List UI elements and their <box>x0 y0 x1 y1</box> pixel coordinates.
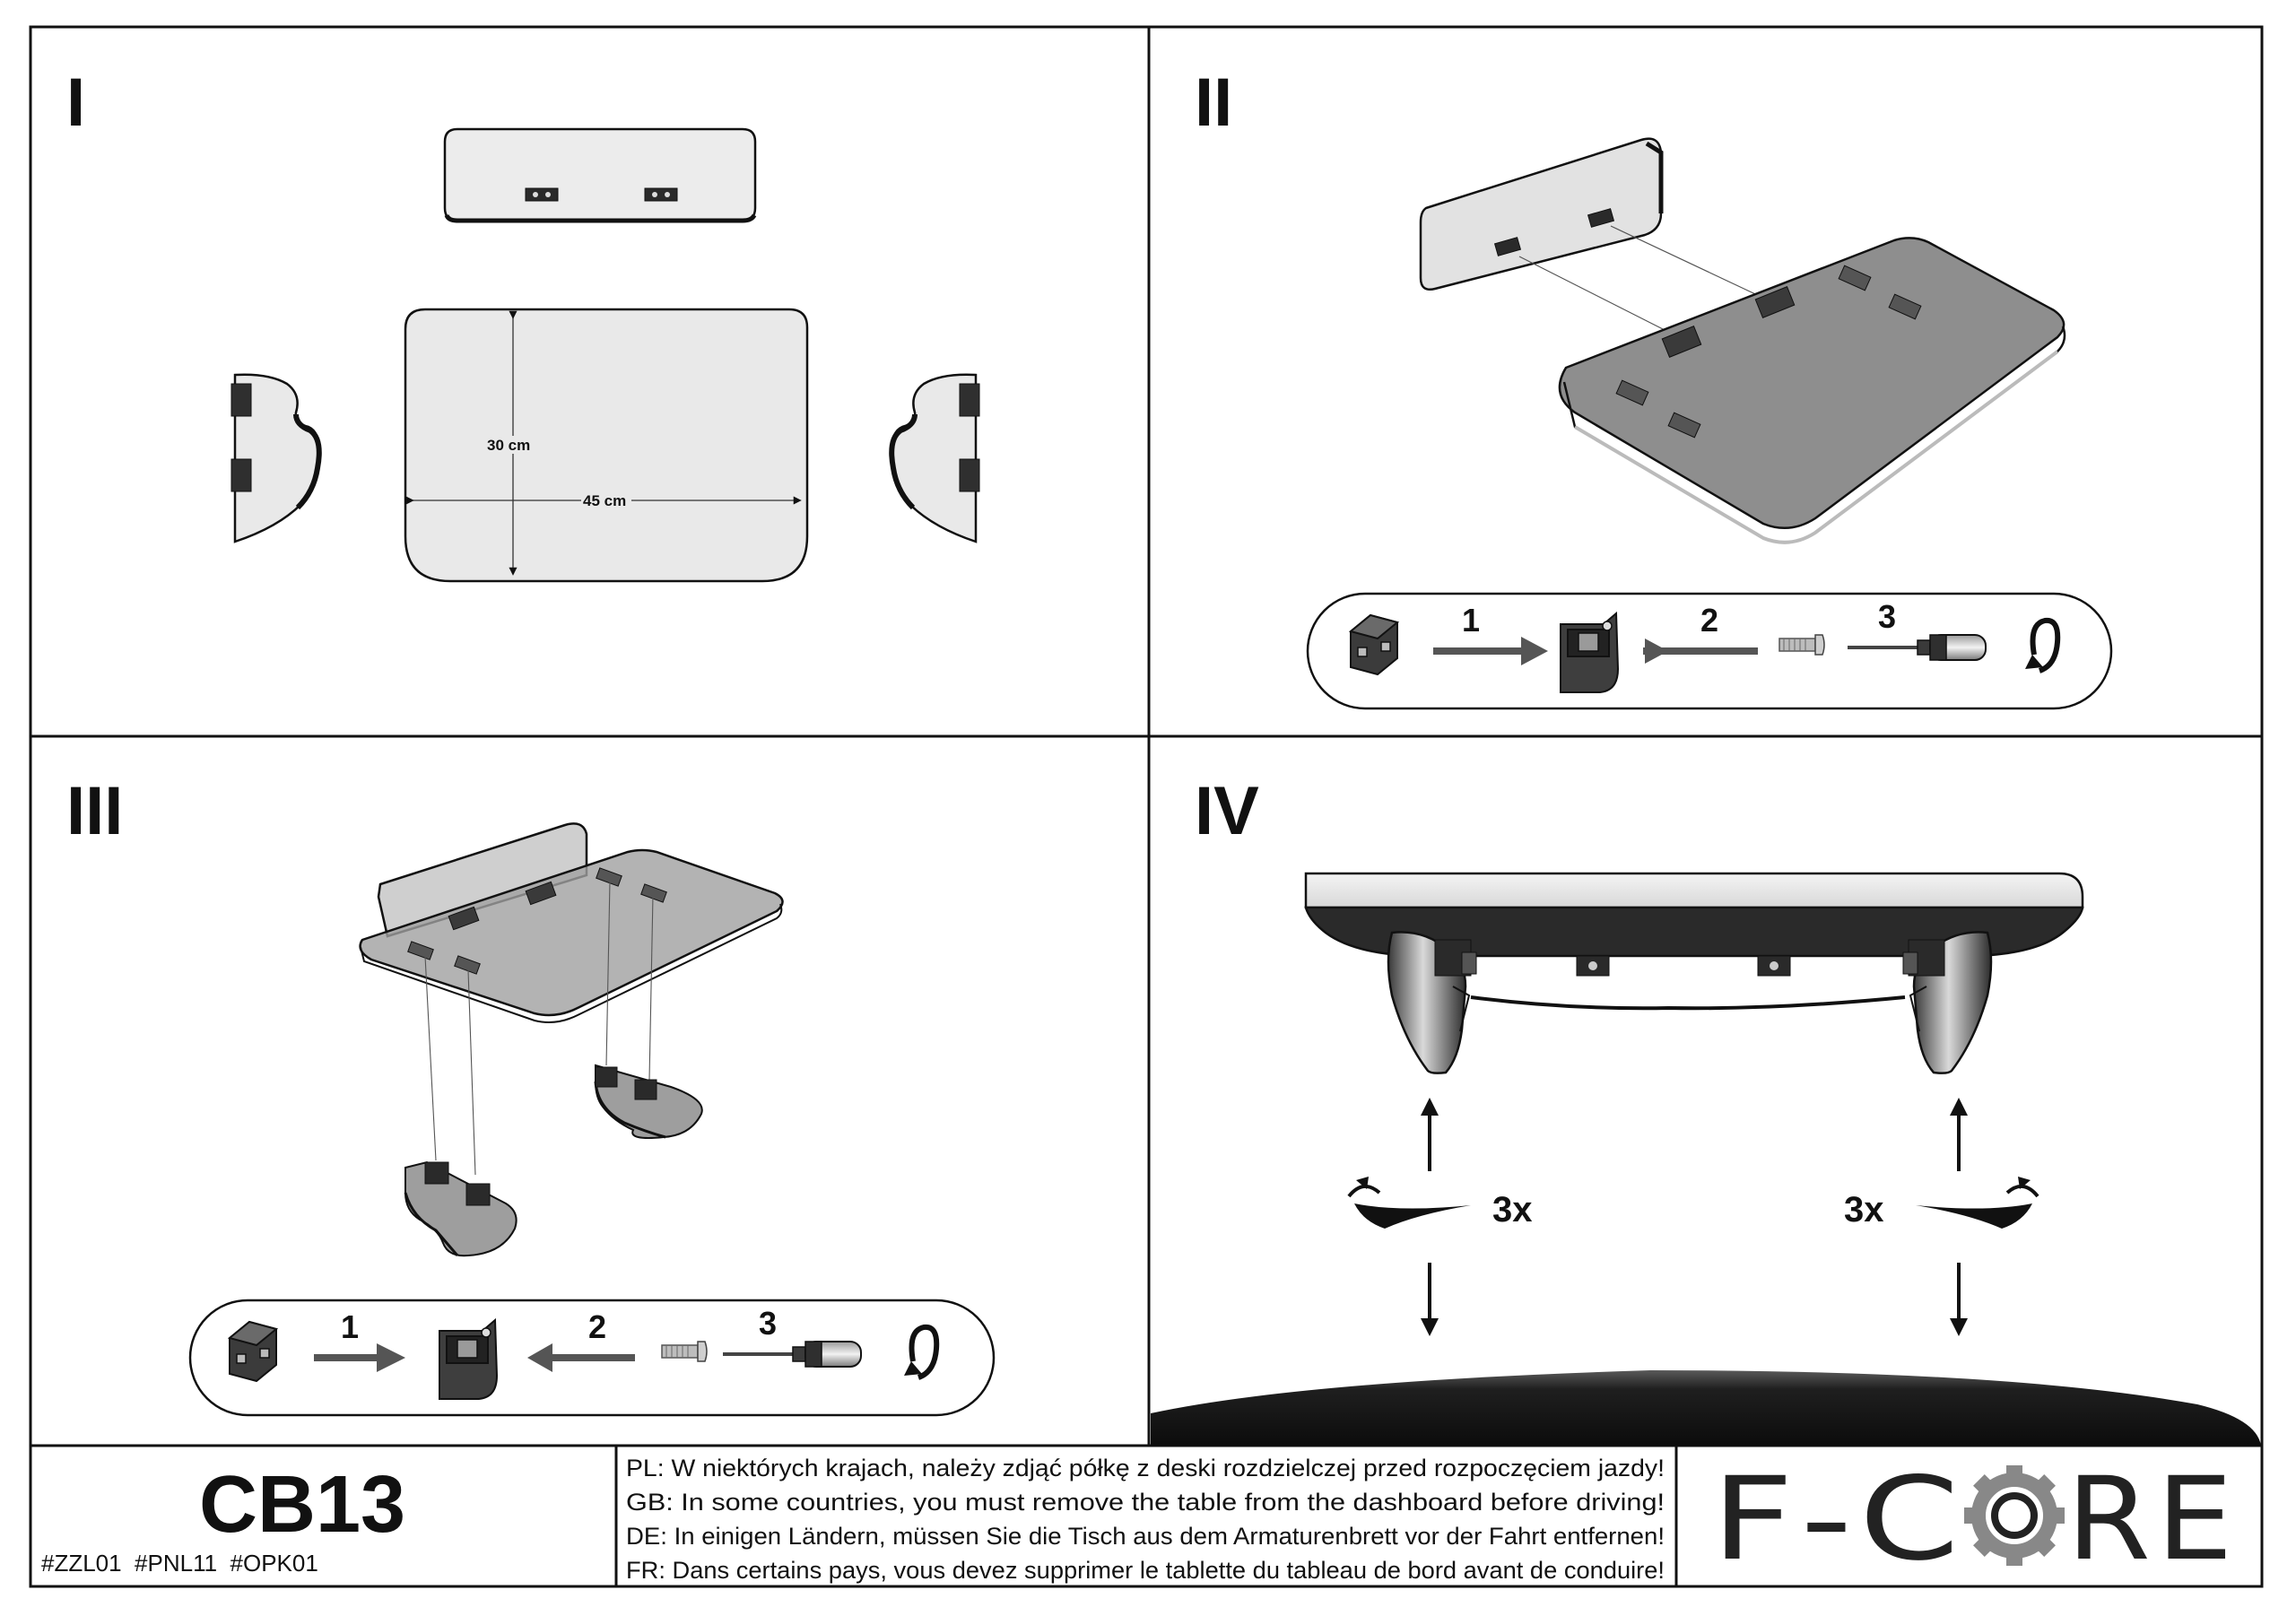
gear-icon <box>1964 1465 2065 1566</box>
turns-right-label: 3x <box>1844 1190 1884 1229</box>
left-leg-front <box>1387 931 1477 1074</box>
step-3-1: 1 <box>341 1308 359 1345</box>
panel-3: III <box>66 773 996 1417</box>
step-3-3: 3 <box>759 1305 777 1342</box>
dashboard-silhouette <box>1151 1370 2261 1446</box>
panel-4-numeral: IV <box>1195 773 1259 849</box>
step-3-2: 2 <box>588 1308 606 1345</box>
panel-1: I 30 cm 45 cm <box>66 65 980 583</box>
footer: CB13 #ZZL01 #PNL11 #OPK01 PL: W niektóry… <box>41 1453 2239 1586</box>
panel-4: IV <box>1151 773 2261 1446</box>
back-plate-perspective <box>1419 137 1664 291</box>
brand-logo: F-C RE <box>1711 1453 2239 1586</box>
warning-gb: GB: In some countries, you must remove t… <box>626 1489 1665 1516</box>
panel-2-numeral: II <box>1195 65 1232 141</box>
warning-pl: PL: W niektórych krajach, należy zdjąć p… <box>626 1455 1665 1481</box>
dimension-width: 45 cm <box>583 492 626 509</box>
warning-fr: FR: Dans certains pays, vous devez suppr… <box>626 1557 1665 1584</box>
brand-logo-right: RE <box>2066 1453 2239 1586</box>
step-2-1: 1 <box>1462 602 1480 639</box>
tray-with-back-plate <box>359 822 784 1023</box>
brand-logo-left: F-C <box>1711 1453 1966 1586</box>
mounted-clip-icon <box>439 1319 498 1400</box>
tray-perspective <box>1558 237 2066 544</box>
panel-2: II 1 <box>1195 65 2113 710</box>
assembly-steps-2: 1 2 3 <box>1306 592 2113 710</box>
turns-left-label: 3x <box>1492 1190 1533 1229</box>
product-tags: #ZZL01 #PNL11 #OPK01 <box>41 1550 318 1577</box>
twist-arrow-left-icon <box>1354 1203 1471 1229</box>
right-leg-perspective <box>594 1064 703 1139</box>
assembly-steps-3: 1 2 3 <box>188 1299 996 1417</box>
screw-icon <box>661 1341 708 1362</box>
step-2-2: 2 <box>1700 602 1718 639</box>
step-2-3: 3 <box>1878 598 1896 635</box>
back-plate-front-view <box>443 127 757 223</box>
adjust-arrows-left: 3x <box>1347 1098 1533 1336</box>
right-leg-front <box>1902 931 1993 1074</box>
adjust-arrows-right: 3x <box>1844 1098 2039 1336</box>
sheet-border <box>29 25 2264 1588</box>
tray-top-view: 30 cm 45 cm <box>404 308 809 583</box>
dimension-height: 30 cm <box>487 437 530 454</box>
shelf-front-view <box>1304 872 2084 1011</box>
model-code: CB13 <box>199 1460 405 1550</box>
warning-de: DE: In einigen Ländern, müssen Sie die T… <box>626 1523 1665 1550</box>
panel-3-numeral: III <box>66 773 123 849</box>
screw-icon <box>1779 634 1825 656</box>
panel-1-numeral: I <box>66 65 85 141</box>
left-leg-side-view <box>230 373 322 543</box>
right-leg-side-view <box>889 373 980 543</box>
twist-arrow-right-icon <box>1916 1203 2032 1229</box>
left-leg-perspective <box>404 1160 517 1257</box>
mounted-clip-icon <box>1560 613 1619 693</box>
